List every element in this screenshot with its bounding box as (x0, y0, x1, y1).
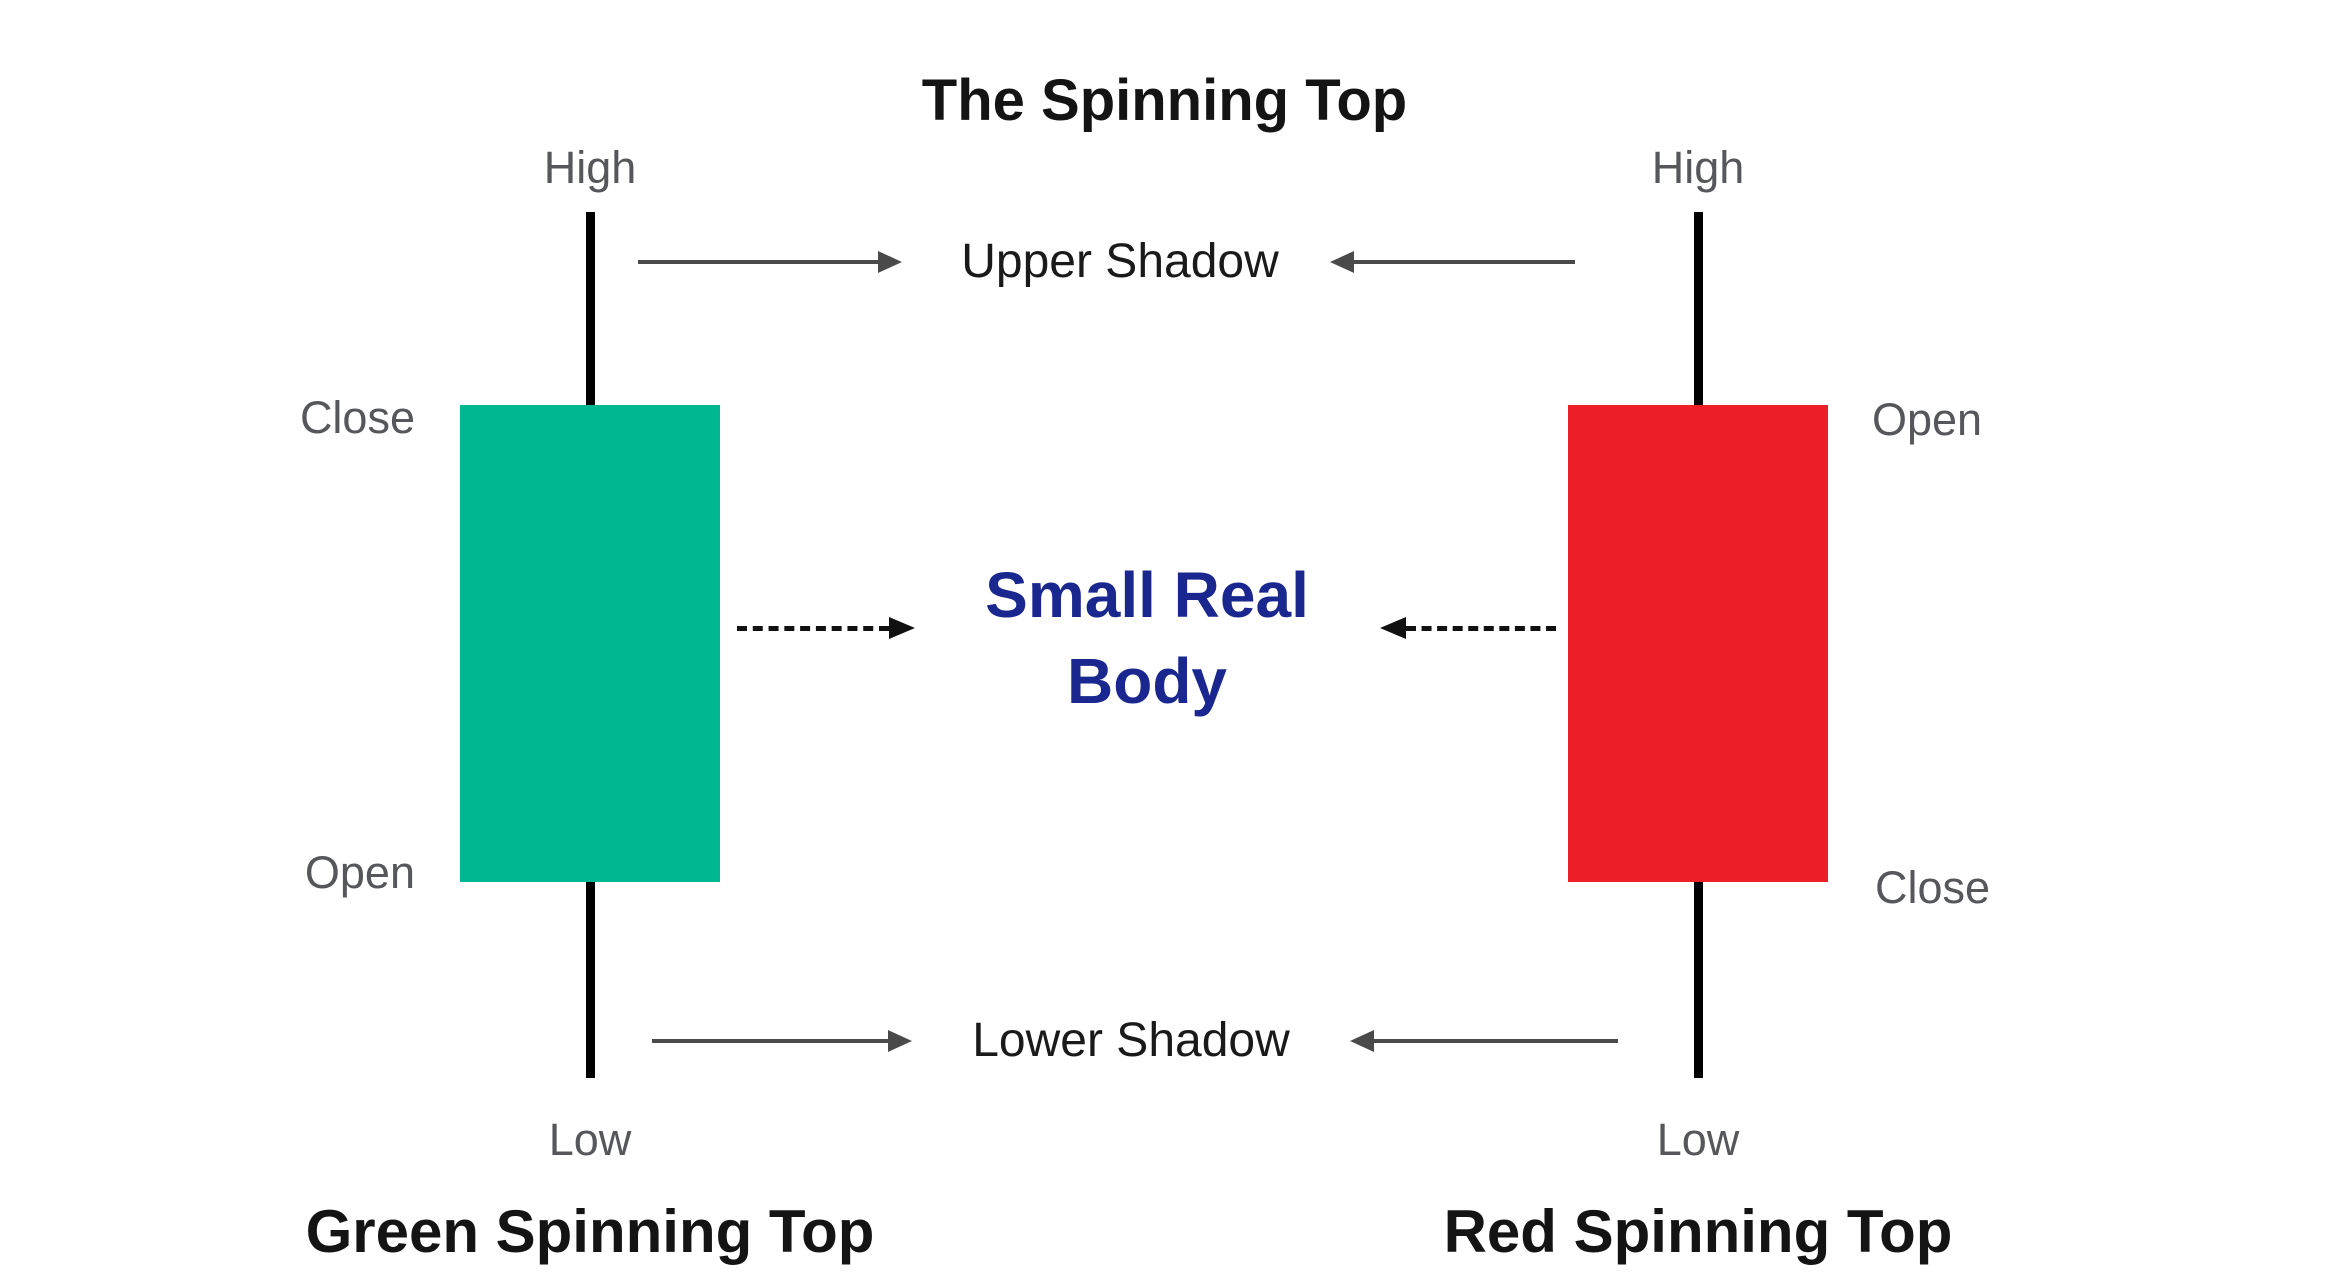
red-candle-caption: Red Spinning Top (1443, 1198, 1953, 1265)
red-low-label: Low (1656, 1114, 1740, 1165)
green-candle-body (460, 405, 720, 882)
small-real-body-label: Small Real Body (897, 552, 1397, 724)
arrowhead-right-icon (889, 617, 915, 639)
green-lower-wick (586, 882, 595, 1078)
arrow-line (652, 1039, 888, 1043)
red-upper-wick (1694, 212, 1703, 405)
red-candle-body (1568, 405, 1828, 882)
red-open-label: Open (1872, 394, 1983, 445)
red-lower-wick (1694, 882, 1703, 1078)
green-candle-caption: Green Spinning Top (305, 1198, 875, 1265)
arrowhead-right-icon (888, 1030, 912, 1052)
small-real-body-line2: Body (1067, 645, 1227, 717)
arrowhead-right-icon (878, 251, 902, 273)
dashed-arrow-line (737, 626, 889, 631)
green-upper-wick (586, 212, 595, 405)
arrowhead-left-icon (1330, 251, 1354, 273)
arrow-line (638, 260, 878, 264)
green-low-label: Low (548, 1114, 632, 1165)
arrow-line (1354, 260, 1575, 264)
dashed-arrow-line (1406, 626, 1556, 631)
arrowhead-left-icon (1350, 1030, 1374, 1052)
lower-shadow-label: Lower Shadow (972, 1014, 1290, 1067)
red-high-label: High (1651, 142, 1745, 193)
small-real-body-line1: Small Real (985, 559, 1309, 631)
red-close-label: Close (1875, 862, 1991, 913)
page-title: The Spinning Top (921, 68, 1408, 133)
green-open-label: Open (304, 847, 415, 898)
green-high-label: High (543, 142, 637, 193)
arrowhead-left-icon (1380, 617, 1406, 639)
green-close-label: Close (299, 392, 415, 443)
upper-shadow-label: Upper Shadow (961, 235, 1279, 288)
arrow-line (1374, 1039, 1618, 1043)
